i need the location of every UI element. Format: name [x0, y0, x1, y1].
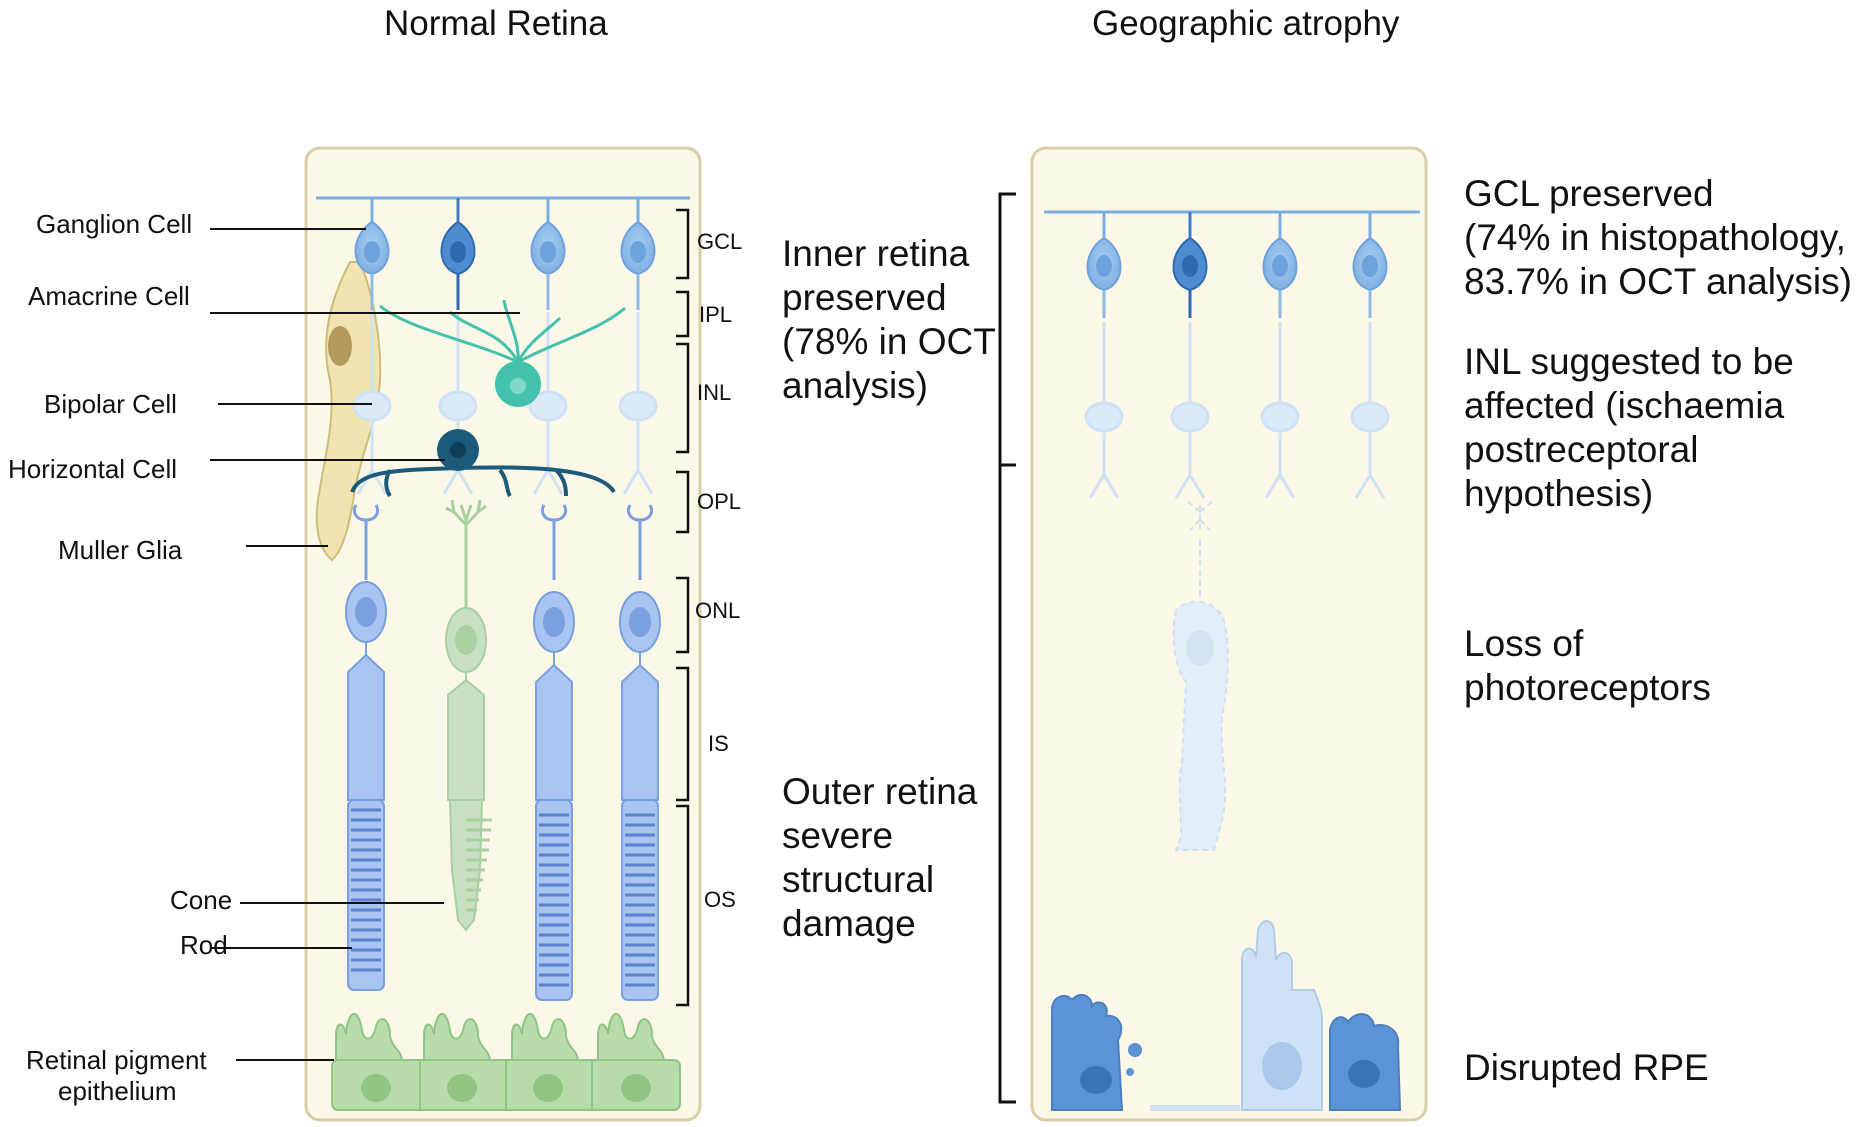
- normal-retina-panel: [304, 146, 702, 1122]
- layer-label-gcl: GCL: [697, 229, 743, 254]
- inner-retina-line: (78% in OCT: [782, 321, 996, 362]
- bipolar-cells: [352, 312, 658, 495]
- layer-label-opl: OPL: [697, 489, 742, 514]
- layer-label-os: OS: [704, 887, 736, 912]
- layer-label-inl: INL: [697, 380, 732, 405]
- gcl-note-line: GCL preserved: [1464, 173, 1714, 214]
- geographic-atrophy-title: Geographic atrophy: [1092, 4, 1400, 43]
- inner-retina-annotation: Inner retina preserved (78% in OCT analy…: [782, 232, 996, 408]
- normal-retina-title: Normal Retina: [384, 4, 608, 43]
- rpe-cells: [331, 1013, 681, 1111]
- outer-retina-line: severe: [782, 815, 894, 856]
- photoreceptor-note-line: Loss of: [1464, 623, 1584, 664]
- gcl-preserved-note: GCL preserved (74% in histopathology, 83…: [1464, 172, 1852, 304]
- bipolar-cell-label: Bipolar Cell: [44, 389, 177, 419]
- horizontal-cell-label: Horizontal Cell: [8, 454, 178, 484]
- layer-label-ipl: IPL: [699, 302, 733, 327]
- rod-label: Rod: [180, 930, 228, 960]
- gcl-note-line: 83.7% in OCT analysis): [1464, 261, 1852, 302]
- gcl-note-line: (74% in histopathology,: [1464, 217, 1846, 258]
- outer-retina-annotation: Outer retina severe structural damage: [782, 770, 977, 946]
- horizontal-cell: [350, 429, 616, 498]
- outer-retina-line: damage: [782, 903, 916, 944]
- inner-outer-bracket: [998, 192, 1016, 1104]
- cone-label: Cone: [170, 885, 233, 915]
- ga-ganglion-cells: [1086, 212, 1388, 318]
- ganglion-cells: [354, 198, 656, 310]
- disrupted-rpe-note: Disrupted RPE: [1464, 1046, 1709, 1090]
- amacrine-cell-label: Amacrine Cell: [28, 281, 190, 311]
- inl-note-line: postreceptoral: [1464, 429, 1699, 470]
- inl-affected-note: INL suggested to be affected (ischaemia …: [1464, 340, 1794, 516]
- rpe-label-line1: Retinal pigment: [26, 1045, 207, 1075]
- layer-label-is: IS: [708, 731, 729, 756]
- ghost-photoreceptor: [1172, 499, 1229, 851]
- photoreceptor-note-line: photoreceptors: [1464, 667, 1711, 708]
- rod-cells: [345, 504, 661, 1001]
- outer-retina-line: Outer retina: [782, 771, 978, 812]
- layer-brackets: [676, 208, 690, 1007]
- rpe-note-line: Disrupted RPE: [1464, 1047, 1709, 1088]
- ga-bipolar-cells: [1084, 322, 1390, 499]
- label-leader-lines: [210, 228, 520, 1061]
- inner-retina-line: analysis): [782, 365, 928, 406]
- ga-rpe-cells: [1051, 920, 1402, 1111]
- inl-note-line: affected (ischaemia: [1464, 385, 1785, 426]
- ga-retina-panel: [1030, 146, 1428, 1122]
- inl-note-line: hypothesis): [1464, 473, 1654, 514]
- outer-retina-line: structural: [782, 859, 935, 900]
- muller-glia-nucleus: [328, 326, 352, 366]
- inl-note-line: INL suggested to be: [1464, 341, 1794, 382]
- rpe-label-line2: epithelium: [58, 1076, 177, 1106]
- ganglion-cell-label: Ganglion Cell: [36, 209, 193, 239]
- inner-retina-line: Inner retina: [782, 233, 970, 274]
- muller-glia-label: Muller Glia: [58, 535, 183, 565]
- photoreceptor-loss-note: Loss of photoreceptors: [1464, 622, 1711, 710]
- layer-label-onl: ONL: [695, 598, 741, 623]
- inner-retina-line: preserved: [782, 277, 947, 318]
- cone-cell: [445, 499, 492, 932]
